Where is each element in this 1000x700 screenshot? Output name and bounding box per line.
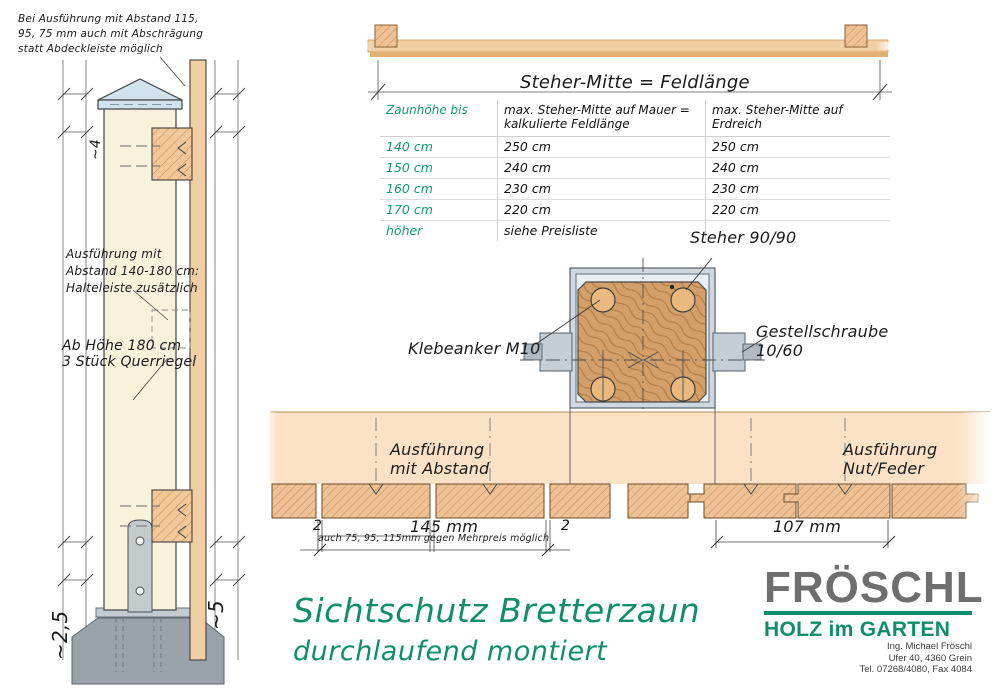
table-cell: 150 cm — [380, 157, 498, 179]
table-header-cell: Zaunhöhe bis — [380, 100, 498, 137]
table-header-row: Zaunhöhe bis max. Steher-Mitte auf Mauer… — [380, 100, 890, 137]
table-cell: 230 cm — [497, 178, 706, 200]
dim-gap-right: 2 — [561, 518, 571, 534]
table-cell: 220 cm — [705, 199, 890, 221]
table-header-cell: max. Steher-Mitte auf Erdreich — [705, 100, 890, 137]
page-title: Sichtschutz Bretterzaun — [293, 591, 701, 630]
table-cell: 230 cm — [705, 178, 890, 200]
label-gestellschraube: Gestellschraube 10/60 — [756, 322, 889, 360]
label-variant-nutfeder: Ausführung Nut/Feder — [843, 440, 938, 478]
table-cell: 250 cm — [497, 136, 706, 158]
fence-plan-strip — [358, 24, 892, 101]
page-subtitle: durchlaufend montiert — [293, 636, 608, 667]
label-steher: Steher 90/90 — [690, 228, 797, 247]
post-elevation-drawing — [57, 56, 246, 685]
dim-post-base-right: ~5 — [204, 600, 228, 630]
note-board-widths: auch 75, 95, 115mm gegen Mehrpreis mögli… — [318, 533, 550, 544]
note-post-spacing: Ausführung mit Abstand 140-180 cm: Halte… — [66, 247, 200, 295]
logo-brand: FRÖSCHL — [764, 563, 984, 612]
spacing-table: Zaunhöhe bis max. Steher-Mitte auf Mauer… — [380, 100, 890, 241]
table-cell: 220 cm — [497, 199, 706, 221]
post-cross-section — [520, 257, 769, 418]
table-row: 150 cm 240 cm 240 cm — [380, 157, 890, 179]
table-cell: höher — [380, 220, 498, 241]
logo-address-line: Ufer 40, 4360 Grein — [888, 652, 972, 664]
logo-tagline: HOLZ im GARTEN — [764, 618, 951, 641]
logo-address-line: Tel. 07268/4080, Fax 4084 — [859, 664, 972, 675]
table-cell: siehe Preisliste — [497, 220, 706, 241]
table-row: 140 cm 250 cm 250 cm — [380, 136, 890, 158]
table-row: 160 cm 230 cm 230 cm — [380, 178, 890, 200]
logo-divider — [764, 611, 972, 615]
note-post-rails: Ab Höhe 180 cm 3 Stück Querriegel — [62, 338, 197, 370]
dim-gap-left: 2 — [313, 518, 323, 534]
table-cell: 240 cm — [705, 157, 890, 179]
board-section-drawing — [262, 408, 992, 557]
company-logo: FRÖSCHL HOLZ im GARTEN Ing. Michael Frös… — [764, 566, 994, 676]
logo-address-line: Ing. Michael Fröschl — [886, 641, 972, 652]
note-top-left: Bei Ausführung mit Abstand 115, 95, 75 m… — [18, 13, 204, 55]
table-cell: 140 cm — [380, 136, 498, 158]
elevation-caption: Steher-Mitte = Feldlänge — [520, 72, 750, 93]
table-cell: 250 cm — [705, 136, 890, 158]
label-klebeanker: Klebeanker M10 — [408, 339, 541, 358]
table-row: 170 cm 220 cm 220 cm — [380, 199, 890, 221]
dim-board-width: 145 mm — [410, 517, 478, 536]
dim-post-base-left: ~2,5 — [48, 610, 72, 660]
table-cell: 240 cm — [497, 157, 706, 179]
label-variant-abstand: Ausführung mit Abstand — [390, 440, 490, 478]
table-row: höher siehe Preisliste — [380, 220, 890, 241]
table-header-cell: max. Steher-Mitte auf Mauer = kalkuliert… — [497, 100, 706, 137]
table-cell: 160 cm — [380, 178, 498, 200]
dim-tongue-width: 107 mm — [773, 517, 841, 536]
table-cell: 170 cm — [380, 199, 498, 221]
dim-post-top: ~4 — [88, 138, 104, 160]
